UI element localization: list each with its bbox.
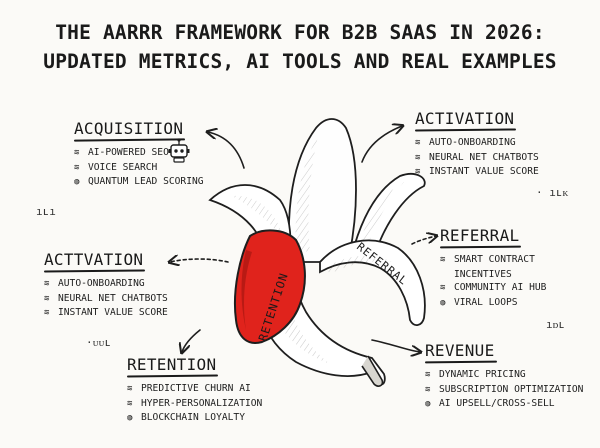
pencil-bullet-icon: ◍ <box>440 297 446 308</box>
arrow-to-referral <box>411 236 436 245</box>
pencil-bullet-icon: ◍ <box>127 413 133 424</box>
doodle-scribble: ·ᴜᴜʟ <box>86 336 112 349</box>
pencil-bullet-icon: ≋ <box>425 370 431 380</box>
list-item: ◍AI UPSELL/CROSS-SELL <box>425 397 583 412</box>
list-item: ≋INSTANT VALUE SCORE <box>44 306 168 321</box>
arrow-to-activation-top <box>361 126 402 163</box>
revenue-heading: REVENUE <box>425 341 495 363</box>
list-item: ◍BLOCKCHAIN LOYALTY <box>127 411 262 426</box>
activation-top-heading: ACTIVATION <box>415 109 514 131</box>
retention-heading: RETENTION <box>127 355 216 377</box>
list-item: ◍QUANTUM LEAD SCORING <box>74 175 204 190</box>
retention-peel <box>233 229 306 344</box>
list-item: ≋PREDICTIVE CHURN AI <box>127 382 262 397</box>
pencil-bullet-icon: ◍ <box>74 177 80 188</box>
list-item: ≋NEURAL NET CHATBOTS <box>44 292 168 307</box>
arrow-to-revenue <box>371 339 420 352</box>
activation-left-list: ≋AUTO-ONBOARDING ≋NEURAL NET CHATBOTS ≋I… <box>44 277 168 321</box>
pencil-bullet-icon: ≋ <box>127 398 133 409</box>
list-item: ≋COMMUNITY AI HUB <box>440 281 546 296</box>
activation-left-heading: ACTTVATION <box>44 250 143 272</box>
referral-peel-shade <box>326 255 392 274</box>
revenue-section: REVENUE ≋DYNAMIC PRICING ≋SUBSCRIPTION O… <box>425 341 583 412</box>
list-item: ◍VIRAL LOOPS <box>440 296 546 311</box>
list-item: ≋SUBSCRIPTION OPTIMIZATION <box>425 383 583 398</box>
referral-list: ≋SMART CONTRACT INCENTIVES ≋COMMUNITY AI… <box>440 253 546 310</box>
list-item: INCENTIVES <box>454 268 512 280</box>
pencil-bullet-icon: ≋ <box>127 384 133 394</box>
pencil-bullet-icon: ≋ <box>44 293 50 304</box>
pencil-bullet-icon: ≋ <box>44 308 50 319</box>
doodle-scribble: ıᴅʟ <box>546 318 566 331</box>
list-item: ≋HYPER-PERSONALIZATION <box>127 397 262 412</box>
list-item: ≋NEURAL NET CHATBOTS <box>415 151 539 166</box>
referral-section: REFERRAL ≋SMART CONTRACT INCENTIVES ≋COM… <box>440 226 546 310</box>
banana-stem <box>361 355 384 387</box>
pencil-bullet-icon: ≋ <box>425 384 431 395</box>
arrow-to-retention <box>182 329 201 352</box>
title-line-2: UPDATED METRICS, AI TOOLS AND REAL EXAMP… <box>43 50 557 73</box>
list-item: ≋INSTANT VALUE SCORE <box>415 165 539 180</box>
pencil-bullet-icon: ≋ <box>44 279 50 289</box>
title-line-1: THE AARRR FRAMEWORK FOR B2B SAAS IN 2026… <box>55 21 545 44</box>
pencil-bullet-icon: ≋ <box>415 167 421 178</box>
pencil-bullet-icon: ≋ <box>440 283 446 294</box>
revenue-list: ≋DYNAMIC PRICING ≋SUBSCRIPTION OPTIMIZAT… <box>425 368 583 412</box>
connector-arrows <box>170 126 436 352</box>
list-item: ≋AUTO-ONBOARDING <box>44 277 168 292</box>
pencil-bullet-icon: ≋ <box>415 138 421 148</box>
pencil-bullet-icon: ≋ <box>440 255 446 265</box>
list-item: ≋VOICE SEARCH <box>74 161 204 176</box>
acquisition-list: ≋AI-POWERED SEO ≋VOICE SEARCH ◍QUANTUM L… <box>74 146 204 190</box>
acquisition-section: ACQUISITION ≋AI-POWERED SEO ≋VOICE SEARC… <box>74 119 204 190</box>
pencil-bullet-icon: ≋ <box>74 162 80 173</box>
arrow-to-acquisition <box>208 132 245 169</box>
list-item: ≋AI-POWERED SEO <box>74 146 204 161</box>
retention-section: RETENTION ≋PREDICTIVE CHURN AI ≋HYPER-PE… <box>127 355 262 426</box>
list-item: ≋DYNAMIC PRICING <box>425 368 583 383</box>
list-item: ≋SMART CONTRACT <box>440 253 546 268</box>
activation-left-section: ACTTVATION ≋AUTO-ONBOARDING ≋NEURAL NET … <box>44 250 168 321</box>
retention-list: ≋PREDICTIVE CHURN AI ≋HYPER-PERSONALIZAT… <box>127 382 262 426</box>
pencil-bullet-icon: ≋ <box>415 152 421 163</box>
acquisition-heading: ACQUISITION <box>74 119 183 141</box>
activation-top-list: ≋AUTO-ONBOARDING ≋NEURAL NET CHATBOTS ≋I… <box>415 136 539 180</box>
doodle-scribble: ıʟı <box>36 205 56 218</box>
peel-upper-right-shade <box>358 182 404 252</box>
list-item: ≋AUTO-ONBOARDING <box>415 136 539 151</box>
referral-heading: REFERRAL <box>440 226 519 248</box>
pencil-bullet-icon: ◍ <box>425 399 431 410</box>
pencil-bullet-icon: ≋ <box>74 148 80 158</box>
retention-peel-shade <box>241 250 252 330</box>
arrow-to-activation-left <box>170 259 229 262</box>
doodle-scribble: · ıʟᴋ <box>536 186 569 199</box>
banana-flesh-shade <box>295 136 318 252</box>
peel-upper-left-shade <box>232 195 284 240</box>
banana-illustration: RETENTION REFERRAL <box>208 118 426 387</box>
activation-top-section: ACTIVATION ≋AUTO-ONBOARDING ≋NEURAL NET … <box>415 109 539 180</box>
